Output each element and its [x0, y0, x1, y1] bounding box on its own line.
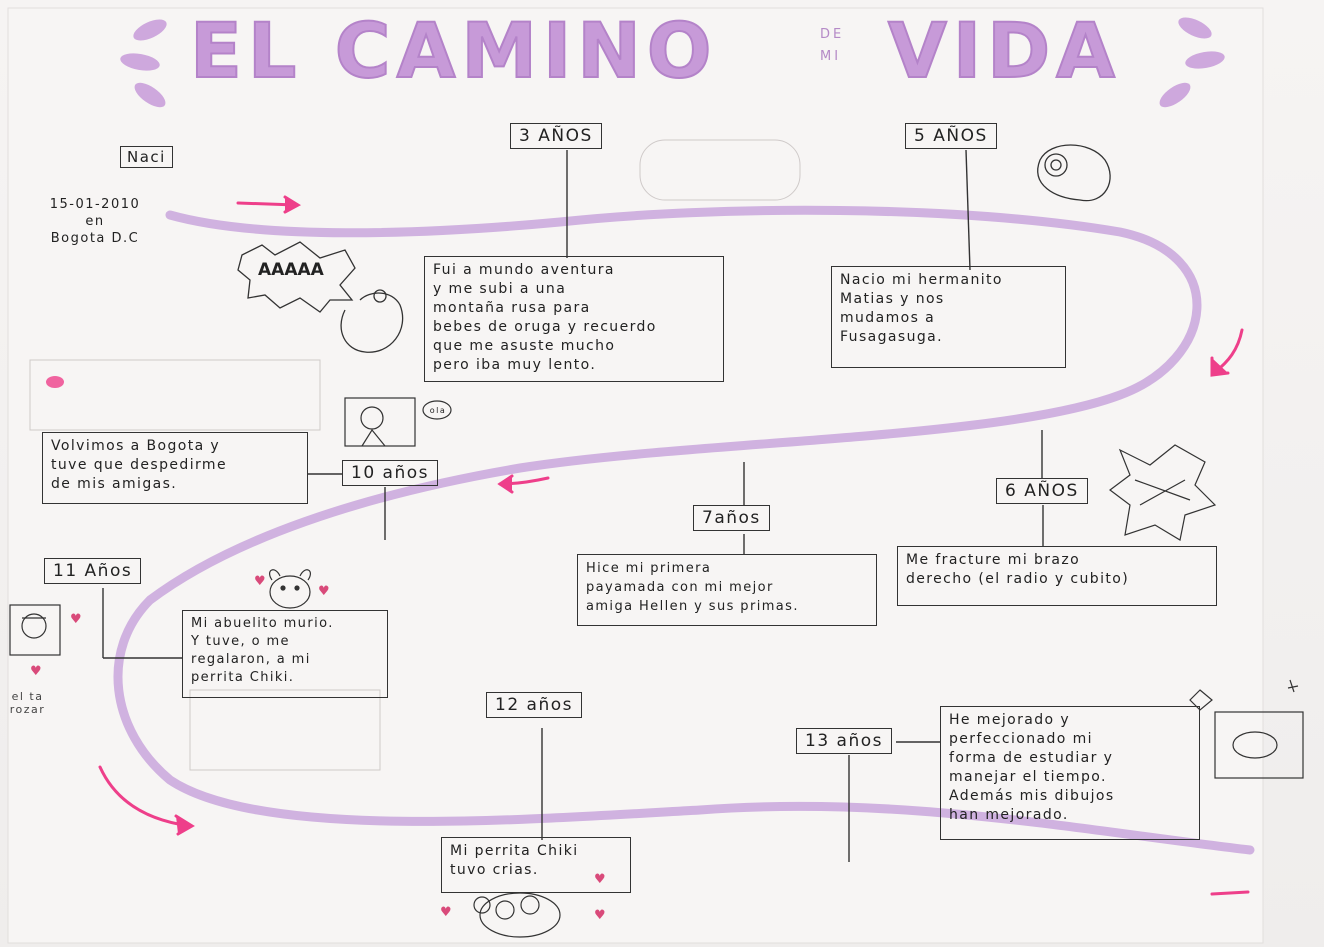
portrait-icon — [9, 604, 61, 656]
scream-text: AAAAA — [258, 260, 324, 280]
heart-icon: ♥ — [70, 612, 82, 627]
life-path — [113, 205, 1255, 855]
selfie-doodle-icon — [344, 397, 452, 447]
age-label-10: 10 años — [342, 460, 438, 486]
erased-sketch — [29, 139, 801, 771]
heart-icon: ♥ — [254, 574, 266, 589]
milestone-text-6: Me fracture mi brazo derecho (el radio y… — [897, 546, 1217, 606]
paper-sheet — [7, 7, 1264, 944]
puppies-icon — [473, 892, 561, 938]
heart-icon: ♥ — [594, 908, 606, 923]
side-note: el ta rozar — [9, 690, 46, 716]
speech-bubble-text: ola — [429, 406, 447, 415]
heart-icon: ♥ — [594, 872, 606, 887]
age-label-13: 13 años — [796, 728, 892, 754]
birth-date: 15-01-2010 en Bogota D.C — [49, 197, 141, 246]
baby-icon — [1037, 144, 1111, 202]
title-left: EL CAMINO — [189, 5, 718, 96]
heart-icon: ♥ — [318, 584, 330, 599]
milestone-text-7: Hice mi primera payamada con mi mejor am… — [577, 554, 877, 626]
title-petals-icon — [120, 17, 1225, 108]
scream-burst-icon — [237, 241, 404, 353]
arrow-icon — [98, 195, 1250, 896]
age-label-6: 6 AÑOS — [996, 478, 1088, 504]
age-label-7: 7años — [693, 505, 770, 531]
age-label-12: 12 años — [486, 692, 582, 718]
studying-doodle-icon — [1189, 679, 1304, 779]
age-label-3: 3 AÑOS — [510, 123, 602, 149]
milestone-text-3: Fui a mundo aventura y me subi a una mon… — [424, 256, 724, 382]
milestone-text-5: Nacio mi hermanito Matias y nos mudamos … — [831, 266, 1066, 368]
milestone-text-12: Mi perrita Chiki tuvo crias. — [441, 837, 631, 893]
heart-icon: ♥ — [30, 664, 42, 679]
start-label: Naci — [120, 146, 173, 168]
connector-lines — [102, 149, 1044, 862]
title-right: VIDA — [887, 5, 1121, 96]
heart-icon: ♥ — [440, 905, 452, 920]
dog-icon — [269, 569, 311, 609]
cast-icon — [1109, 444, 1217, 541]
age-label-11: 11 Años — [44, 558, 142, 584]
pink-blob-icon — [46, 376, 64, 388]
milestone-text-11: Mi abuelito murio. Y tuve, o me regalaro… — [182, 610, 388, 698]
milestone-text-10: Volvimos a Bogota y tuve que despedirme … — [42, 432, 308, 504]
age-label-5: 5 AÑOS — [905, 123, 997, 149]
milestone-text-13: He mejorado y perfeccionado mi forma de … — [940, 706, 1200, 840]
title-connector: DE MI — [820, 27, 845, 64]
